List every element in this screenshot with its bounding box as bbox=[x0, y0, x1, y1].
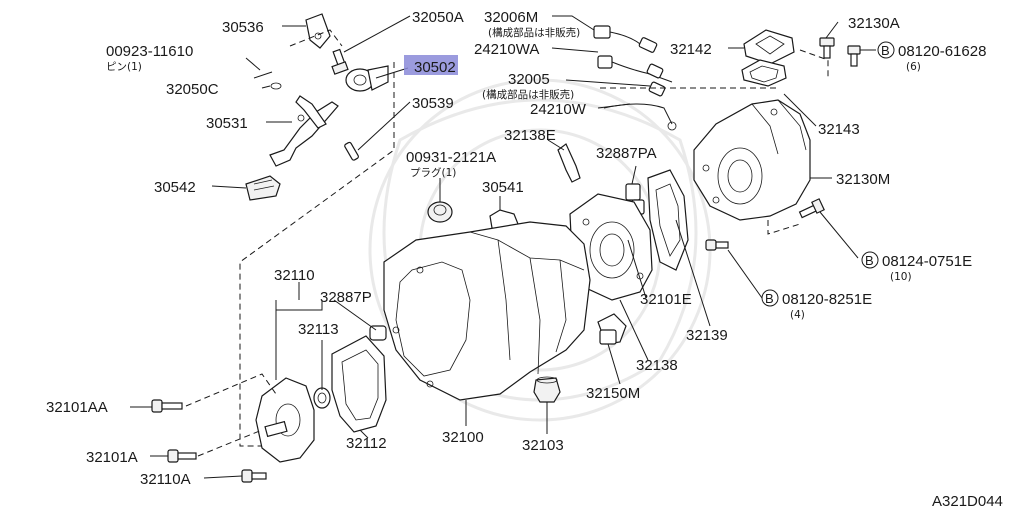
part-32110[interactable] bbox=[255, 377, 315, 463]
bolt-marker-letter: B bbox=[881, 43, 890, 58]
part-32050A[interactable] bbox=[331, 48, 349, 75]
label-32050A[interactable]: 32050A bbox=[412, 9, 464, 26]
part-24210WA[interactable] bbox=[597, 55, 673, 83]
part-30539[interactable] bbox=[344, 141, 359, 161]
part-30536[interactable] bbox=[305, 13, 331, 49]
bolt-marker-letter: B bbox=[865, 253, 874, 268]
label-32103[interactable]: 32103 bbox=[522, 437, 564, 454]
label-32139[interactable]: 32139 bbox=[686, 327, 728, 344]
part-32887P[interactable] bbox=[369, 325, 387, 341]
label-32887PA[interactable]: 32887PA bbox=[596, 145, 657, 162]
note-32005: (構成部品は非販売) bbox=[482, 88, 574, 101]
part-32006M[interactable] bbox=[593, 25, 658, 53]
part-30542[interactable] bbox=[245, 175, 281, 201]
label-32112[interactable]: 32112 bbox=[346, 435, 387, 452]
qty-08120-8251E: (4) bbox=[790, 309, 805, 321]
part-32130A[interactable] bbox=[819, 37, 835, 59]
label-32150M[interactable]: 32150M bbox=[586, 385, 640, 402]
bolt-ref-08120-8251E[interactable]: B 08120-8251E (4) bbox=[761, 289, 872, 321]
label-08120-8251E[interactable]: 08120-8251E bbox=[782, 291, 872, 308]
bolt-ref-08120-61628[interactable]: B 08120-61628 (6) bbox=[877, 41, 986, 73]
label-32113[interactable]: 32113 bbox=[298, 321, 339, 338]
label-08120-61628[interactable]: 08120-61628 bbox=[898, 43, 986, 60]
part-00923-11610[interactable] bbox=[253, 71, 273, 79]
part-00931-2121A[interactable] bbox=[427, 201, 453, 223]
label-24210W[interactable]: 24210W bbox=[530, 101, 587, 118]
label-30542[interactable]: 30542 bbox=[154, 179, 196, 196]
label-32130M[interactable]: 32130M bbox=[836, 171, 890, 188]
qty-08120-61628: (6) bbox=[906, 61, 921, 73]
leader-lines bbox=[130, 15, 876, 479]
label-32130A[interactable]: 32130A bbox=[848, 15, 900, 32]
bolt-marker-icon bbox=[877, 41, 895, 59]
label-32138E[interactable]: 32138E bbox=[504, 127, 556, 144]
sub-00931-2121A: プラグ(1) bbox=[410, 166, 456, 179]
part-32101AA[interactable] bbox=[151, 399, 183, 413]
part-32113[interactable] bbox=[313, 387, 331, 409]
label-30541[interactable]: 30541 bbox=[482, 179, 524, 196]
part-32112[interactable] bbox=[331, 335, 387, 433]
figure-code: A321D044 bbox=[932, 493, 1003, 510]
part-32103[interactable] bbox=[533, 376, 561, 403]
label-00931-2121A[interactable]: 00931-2121A bbox=[406, 149, 496, 166]
selected-part-highlight bbox=[404, 55, 458, 75]
label-30502[interactable]: 30502 bbox=[414, 59, 456, 76]
part-32005[interactable] bbox=[648, 81, 666, 97]
label-32138[interactable]: 32138 bbox=[636, 357, 678, 374]
label-00923-11610[interactable]: 00923-11610 bbox=[106, 43, 193, 60]
bolt-marker-icon bbox=[761, 289, 779, 307]
note-32006M: (構成部品は非販売) bbox=[488, 26, 580, 39]
label-30536[interactable]: 30536 bbox=[222, 19, 264, 36]
label-24210WA[interactable]: 24210WA bbox=[474, 41, 539, 58]
part-30502[interactable] bbox=[345, 65, 389, 92]
part-32110A[interactable] bbox=[241, 469, 267, 483]
label-30539[interactable]: 30539 bbox=[412, 95, 454, 112]
part-32139[interactable] bbox=[647, 169, 689, 271]
part-30531[interactable] bbox=[269, 95, 339, 167]
part-24210W[interactable] bbox=[603, 103, 677, 131]
part-32142[interactable] bbox=[743, 29, 795, 65]
part-32138E[interactable] bbox=[557, 143, 581, 183]
label-32887P[interactable]: 32887P bbox=[320, 289, 372, 306]
label-32101AA[interactable]: 32101AA bbox=[46, 399, 108, 416]
part-32143[interactable] bbox=[741, 59, 787, 87]
assembly-lines bbox=[185, 29, 829, 457]
label-32050C[interactable]: 32050C bbox=[166, 81, 219, 98]
label-32005[interactable]: 32005 bbox=[508, 71, 550, 88]
qty-08124-0751E: (10) bbox=[890, 271, 912, 283]
label-32100[interactable]: 32100 bbox=[442, 429, 484, 446]
part-32100[interactable] bbox=[383, 221, 591, 401]
part-labels[interactable]: 30536 32050A 32006M (構成部品は非販売) 32130A 00… bbox=[46, 9, 1003, 510]
part-08120-8251E[interactable] bbox=[705, 239, 729, 251]
part-32050C[interactable] bbox=[270, 82, 282, 90]
label-32101A[interactable]: 32101A bbox=[86, 449, 138, 466]
label-08124-0751E[interactable]: 08124-0751E bbox=[882, 253, 972, 270]
part-32130M[interactable] bbox=[693, 99, 811, 221]
part-08120-61628[interactable] bbox=[847, 45, 861, 67]
part-32150M[interactable] bbox=[599, 329, 617, 345]
bolt-marker-icon bbox=[861, 251, 879, 269]
bolt-ref-08124-0751E[interactable]: B 08124-0751E (10) bbox=[861, 251, 972, 283]
bolt-marker-letter: B bbox=[765, 291, 774, 306]
label-32006M[interactable]: 32006M bbox=[484, 9, 538, 26]
parts-drawing bbox=[151, 13, 861, 483]
label-32143[interactable]: 32143 bbox=[818, 121, 860, 138]
label-30531[interactable]: 30531 bbox=[206, 115, 248, 132]
part-32101A[interactable] bbox=[167, 449, 197, 463]
part-08124-0751E[interactable] bbox=[798, 198, 825, 219]
label-32142[interactable]: 32142 bbox=[670, 41, 712, 58]
label-32110A[interactable]: 32110A bbox=[140, 471, 191, 488]
label-32101E[interactable]: 32101E bbox=[640, 291, 692, 308]
label-32110[interactable]: 32110 bbox=[274, 267, 315, 284]
sub-00923-11610: ピン(1) bbox=[106, 61, 142, 73]
